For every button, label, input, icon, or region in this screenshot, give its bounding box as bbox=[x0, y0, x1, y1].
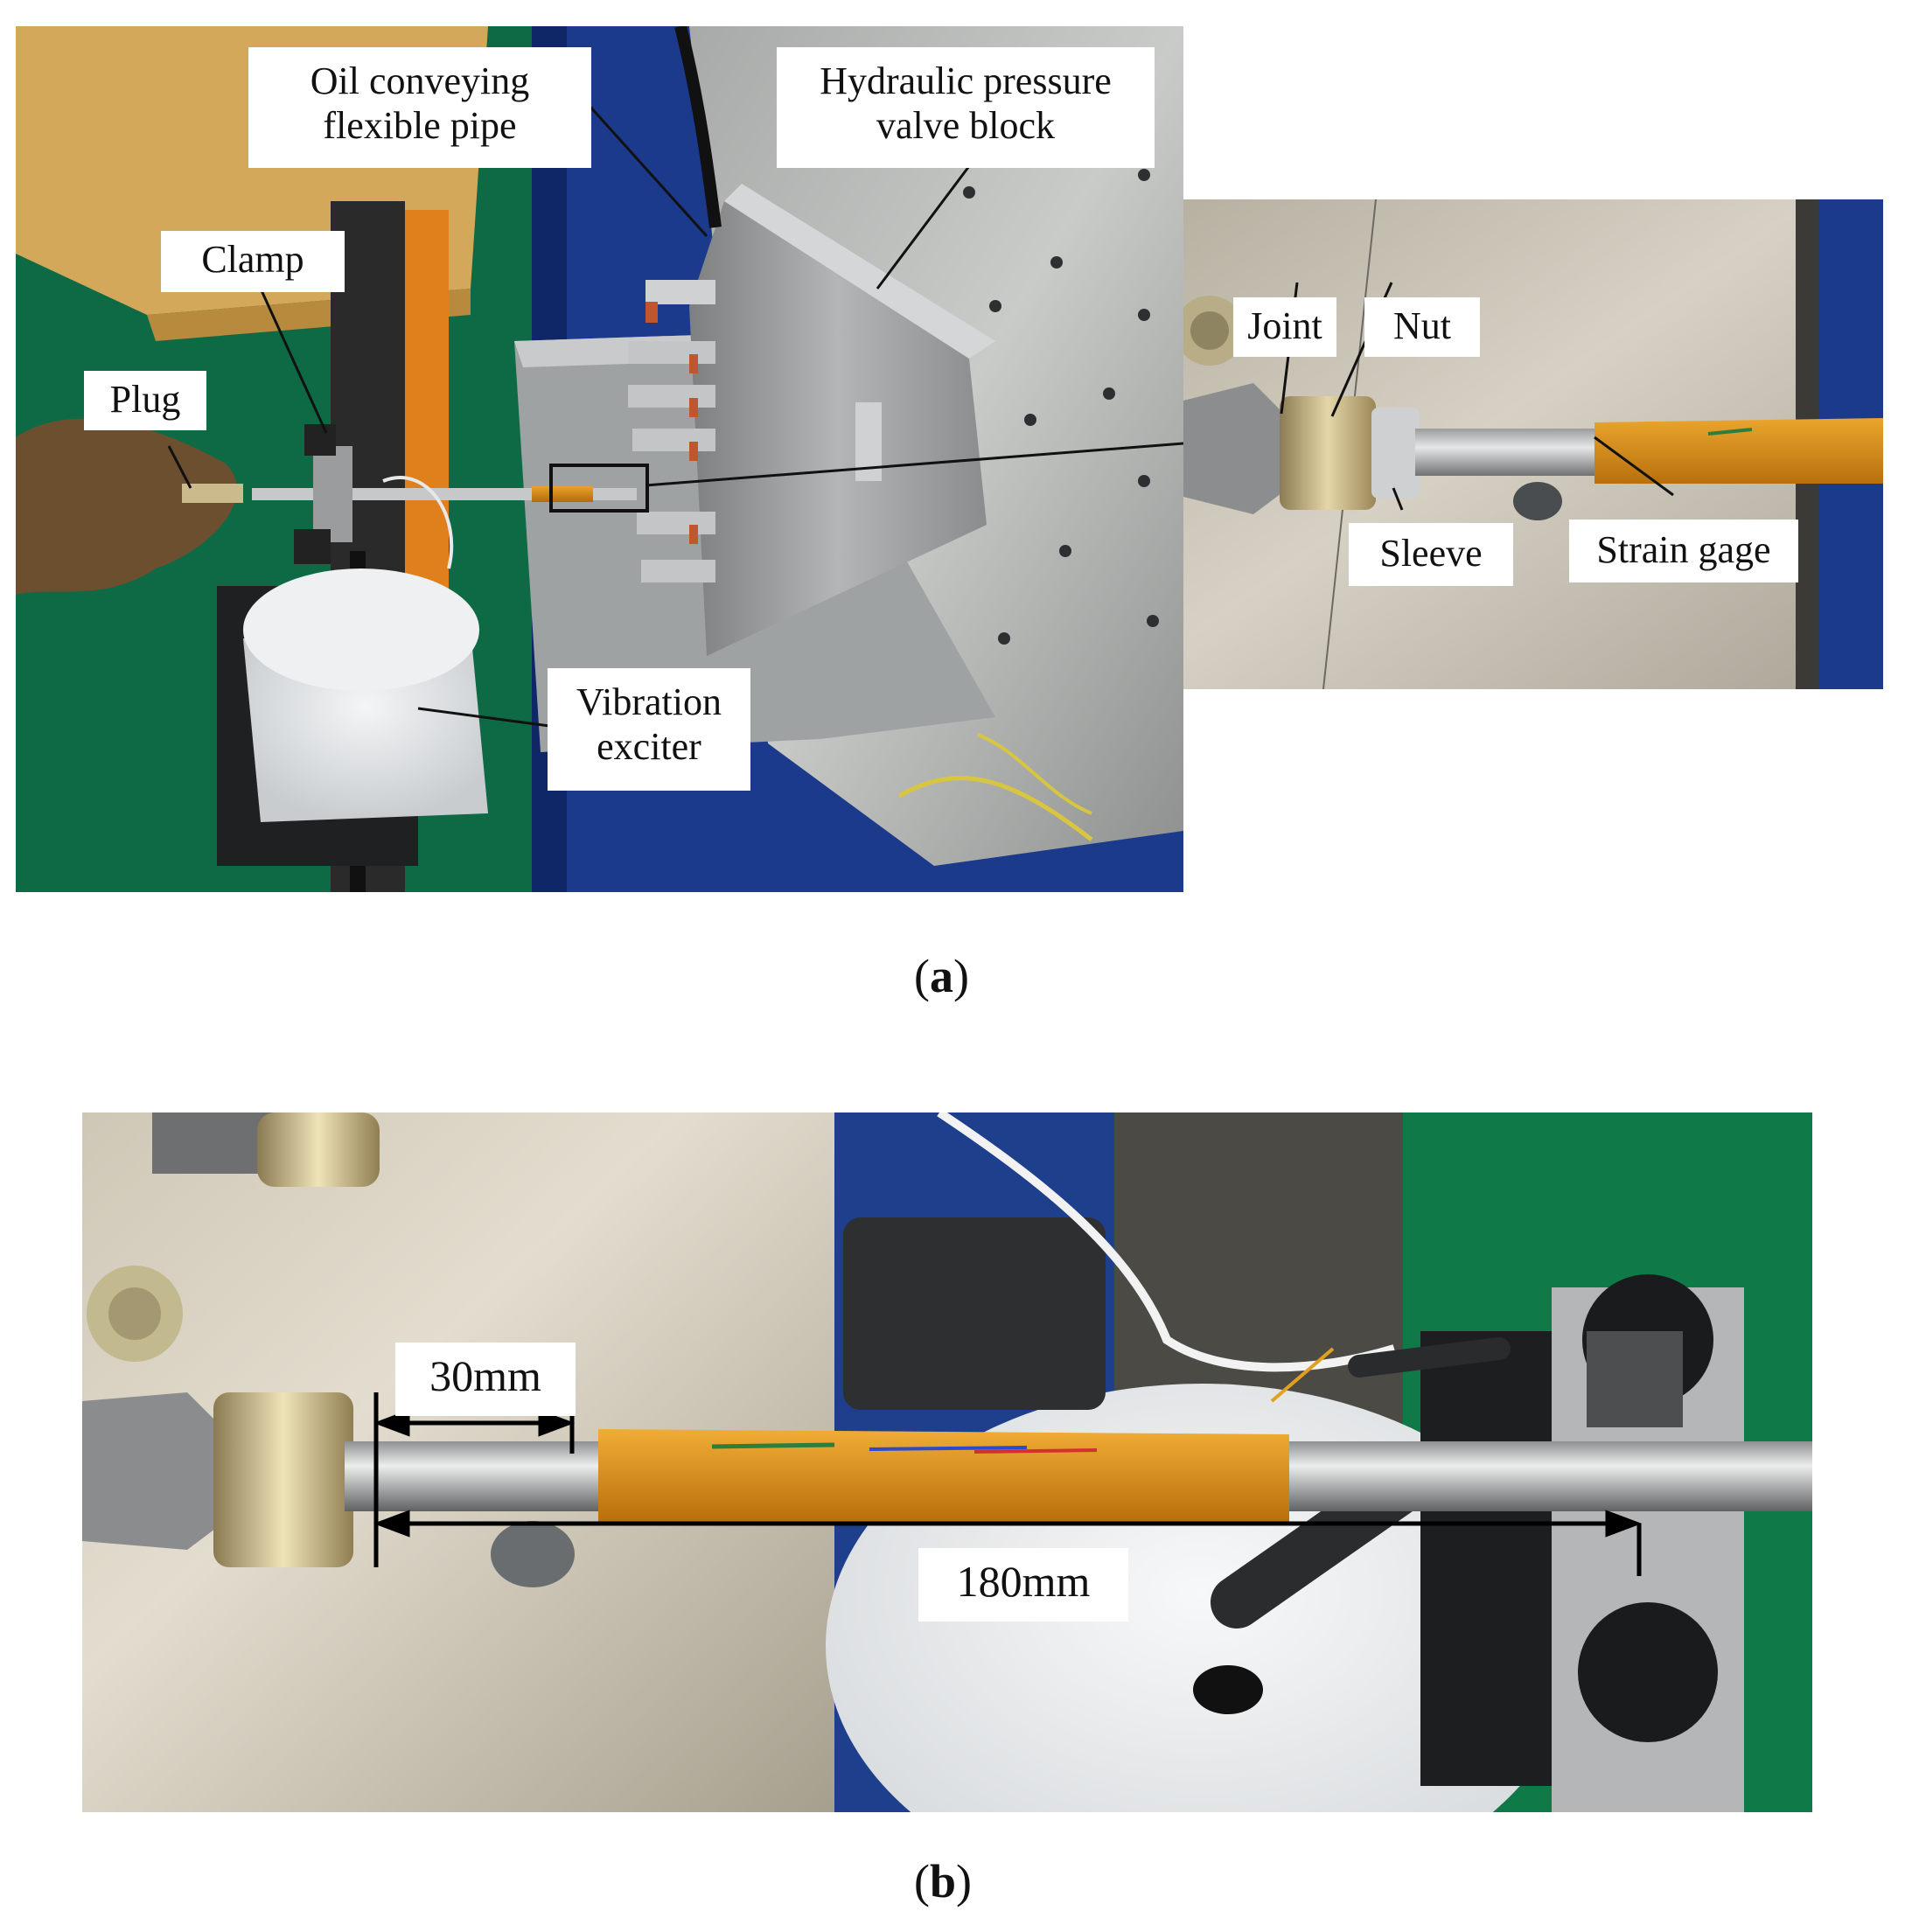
label-valve-block: Hydraulic pressure valve block bbox=[777, 47, 1155, 168]
label-clamp: Clamp bbox=[161, 231, 345, 292]
panel-b-photo bbox=[82, 1112, 1812, 1812]
label-dimension-180mm: 180mm bbox=[918, 1548, 1128, 1622]
panel-a-inset-photo bbox=[1183, 199, 1883, 689]
panel-a-main-photo bbox=[16, 26, 1183, 892]
label-plug: Plug bbox=[84, 371, 206, 430]
label-oil-conveying-pipe: Oil conveying flexible pipe bbox=[248, 47, 591, 168]
label-joint: Joint bbox=[1233, 297, 1336, 357]
label-vibration-exciter: Vibration exciter bbox=[548, 668, 750, 791]
label-strain-gage: Strain gage bbox=[1569, 520, 1798, 582]
caption-b: (b) bbox=[914, 1855, 973, 1908]
detail-box bbox=[549, 464, 649, 513]
label-dimension-30mm: 30mm bbox=[395, 1343, 576, 1416]
caption-a: (a) bbox=[914, 950, 969, 1002]
caption-b-letter: b bbox=[929, 1855, 957, 1908]
label-sleeve: Sleeve bbox=[1349, 523, 1513, 586]
caption-a-letter: a bbox=[929, 950, 953, 1002]
label-nut: Nut bbox=[1364, 297, 1480, 357]
